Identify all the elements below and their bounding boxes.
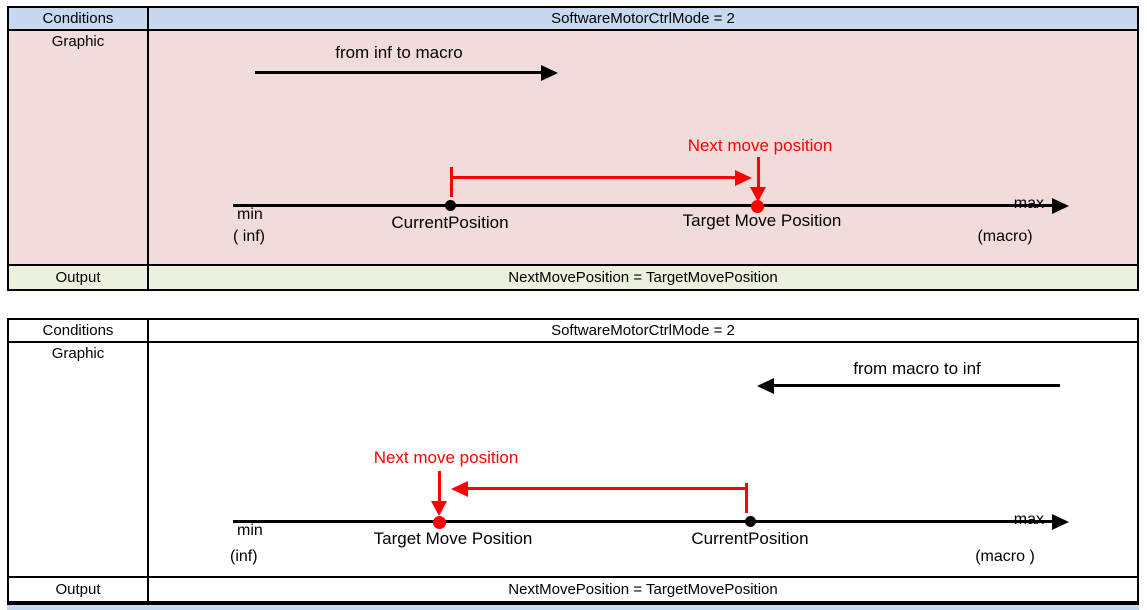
axis-min-label: min (237, 206, 263, 223)
direction-arrow-line (774, 384, 1060, 387)
output-row: Output NextMovePosition = TargetMovePosi… (9, 578, 1137, 601)
conditions-label: Conditions (9, 320, 149, 341)
axis-min-sub-label: (inf) (230, 548, 258, 565)
target-position-label: Target Move Position (373, 529, 533, 548)
case-table-inf-to-macro: Conditions SoftwareMotorCtrlMode = 2 Gra… (7, 6, 1139, 291)
conditions-label: Conditions (9, 8, 149, 29)
direction-arrow-line (255, 71, 543, 74)
axis-max-label: max (1013, 511, 1044, 528)
move-arrow-head-left-icon (451, 481, 468, 497)
graphic-row: Graphic from macro to inf Next move posi… (9, 343, 1137, 578)
current-position-dot (445, 200, 456, 211)
conditions-row: Conditions SoftwareMotorCtrlMode = 2 (9, 8, 1137, 31)
current-position-label: CurrentPosition (691, 529, 809, 548)
direction-label: from inf to macro (335, 43, 463, 62)
conditions-value: SoftwareMotorCtrlMode = 2 (551, 10, 735, 27)
axis-max-label: max (1013, 195, 1044, 212)
output-label: Output (9, 266, 149, 289)
output-value: NextMovePosition = TargetMovePosition (508, 581, 778, 598)
next-move-pointer-line (438, 471, 441, 501)
axis-min-label: min (237, 522, 263, 539)
move-arrow-start-tick (450, 167, 453, 197)
axis-min-sub-label: ( inf) (233, 228, 265, 245)
axis-max-sub-label: (macro ) (975, 548, 1035, 565)
axis-line (233, 204, 1055, 207)
next-move-pointer-line (757, 157, 760, 187)
next-table-partial-row (7, 603, 1139, 610)
output-row: Output NextMovePosition = TargetMovePosi… (9, 266, 1137, 289)
case-table-macro-to-inf: Conditions SoftwareMotorCtrlMode = 2 Gra… (7, 318, 1139, 603)
axis-arrow-head-right-icon (1052, 198, 1069, 214)
diagram-macro-to-inf: from macro to inf Next move position min… (149, 343, 1137, 576)
target-position-dot (751, 200, 764, 213)
graphic-label: Graphic (9, 343, 149, 576)
direction-arrow-head-right-icon (541, 65, 558, 81)
next-move-label: Next move position (373, 448, 519, 467)
output-value: NextMovePosition = TargetMovePosition (508, 269, 778, 286)
axis-arrow-head-right-icon (1052, 514, 1069, 530)
diagram-inf-to-macro: from inf to macro Next move position min… (149, 31, 1137, 264)
target-position-label: Target Move Position (682, 211, 842, 230)
move-arrow-line (450, 176, 736, 179)
move-arrow-start-tick (745, 483, 748, 513)
move-arrow-line (467, 487, 747, 490)
target-position-dot (433, 516, 446, 529)
current-position-label: CurrentPosition (391, 213, 509, 232)
axis-max-sub-label: (macro) (977, 228, 1033, 245)
next-move-label: Next move position (687, 136, 833, 155)
graphic-row: Graphic from inf to macro Next move posi… (9, 31, 1137, 266)
move-arrow-head-right-icon (735, 170, 752, 186)
conditions-value: SoftwareMotorCtrlMode = 2 (551, 322, 735, 339)
axis-line (233, 520, 1055, 523)
output-label: Output (9, 578, 149, 601)
conditions-row: Conditions SoftwareMotorCtrlMode = 2 (9, 320, 1137, 343)
next-move-pointer-head-down-icon (431, 501, 447, 516)
graphic-label: Graphic (9, 31, 149, 264)
next-move-pointer-head-down-icon (750, 187, 766, 202)
current-position-dot (745, 516, 756, 527)
direction-arrow-head-left-icon (757, 378, 774, 394)
direction-label: from macro to inf (853, 359, 981, 378)
